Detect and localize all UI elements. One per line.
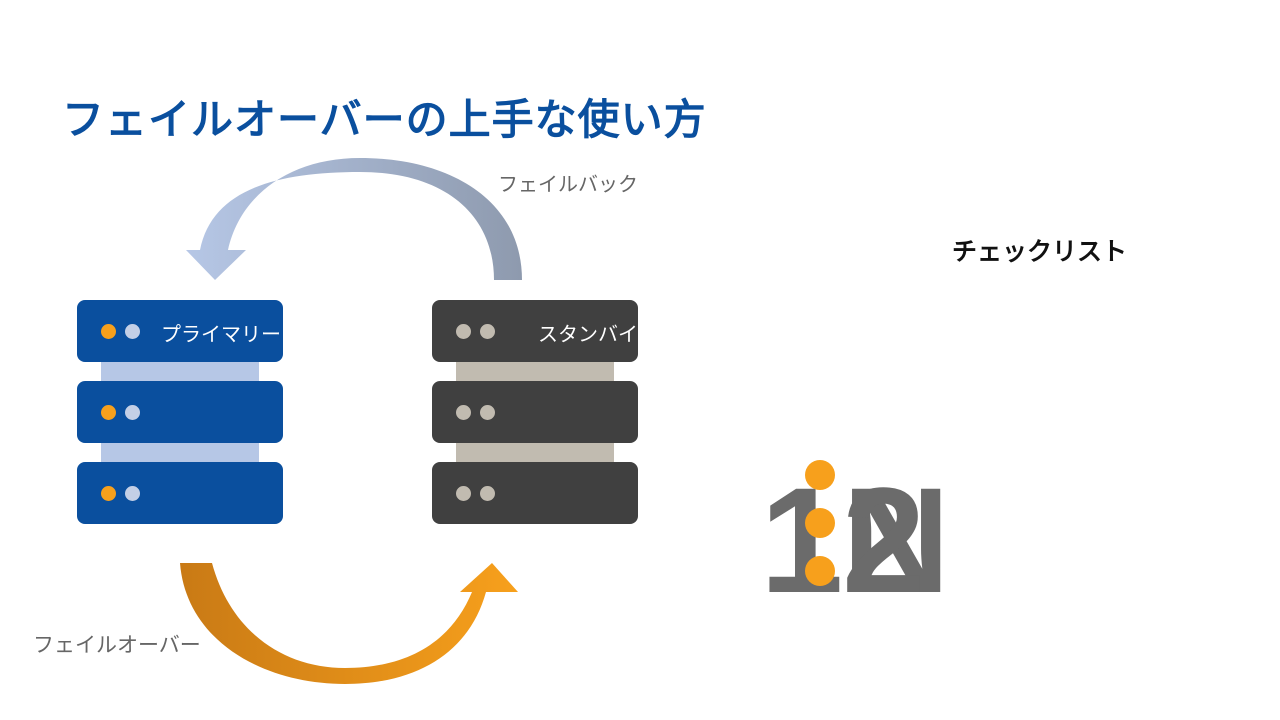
ratio-dot-icon — [805, 460, 835, 490]
primary-label: プライマリー — [161, 322, 281, 346]
status-led-icon — [480, 324, 495, 339]
status-led-icon — [456, 486, 471, 501]
status-led-icon — [456, 405, 471, 420]
status-led-icon — [125, 405, 140, 420]
status-led-icon — [480, 486, 495, 501]
ratio-right-2: 2 — [842, 456, 926, 624]
status-led-icon — [101, 324, 116, 339]
server-unit — [77, 381, 283, 443]
ratio-left: 1 — [760, 456, 844, 624]
status-led-icon — [101, 486, 116, 501]
standby-server-rack: スタンバイ — [432, 300, 638, 524]
server-unit: スタンバイ — [432, 300, 638, 362]
status-led-icon — [125, 324, 140, 339]
standby-label: スタンバイ — [538, 322, 638, 346]
failback-arrow — [186, 158, 522, 280]
failover-label: フェイルオーバー — [33, 633, 201, 657]
primary-server-rack: プライマリー — [77, 300, 283, 524]
redundancy-ratio: 1 N 2 : — [760, 455, 960, 615]
ratio-dot-icon — [805, 508, 835, 538]
page-title: フェイルオーバーの上手な使い方 — [62, 95, 707, 144]
status-led-icon — [125, 486, 140, 501]
failback-label: フェイルバック — [498, 172, 638, 196]
status-led-icon — [456, 324, 471, 339]
failover-arrow — [180, 563, 518, 684]
server-unit — [77, 462, 283, 524]
status-led-icon — [480, 405, 495, 420]
checklist-heading: チェックリスト — [952, 237, 1128, 266]
status-led-icon — [101, 405, 116, 420]
ratio-right-n: N — [842, 456, 951, 624]
server-unit: プライマリー — [77, 300, 283, 362]
ratio-dot-icon — [805, 556, 835, 586]
server-unit — [432, 381, 638, 443]
server-unit — [432, 462, 638, 524]
